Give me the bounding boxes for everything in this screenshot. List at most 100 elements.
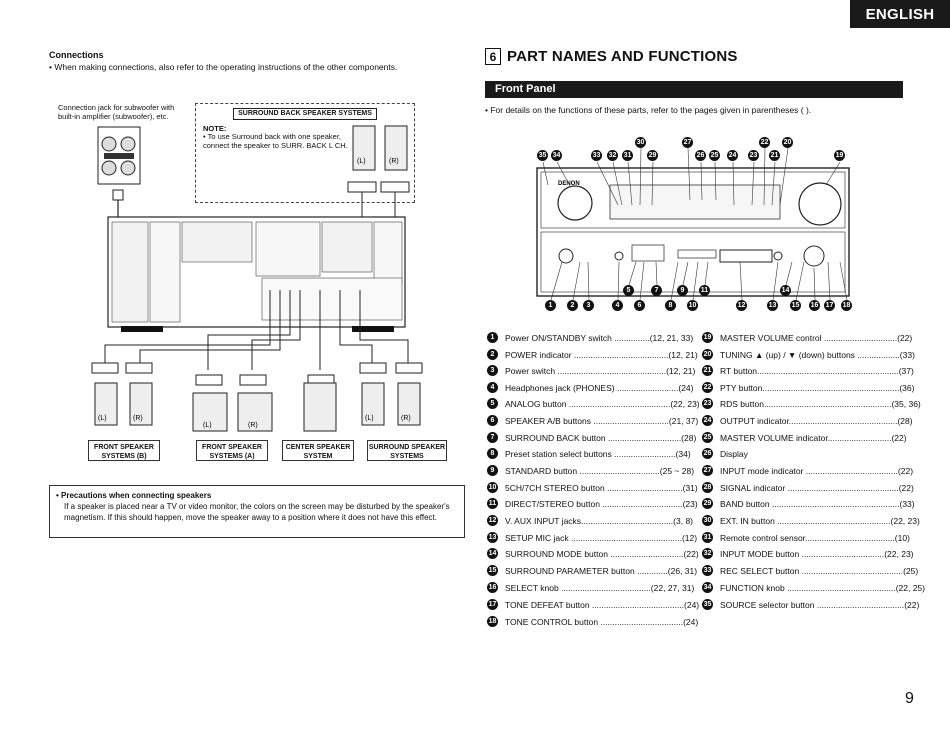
channel-right-label: (R) xyxy=(133,415,143,422)
callout-badge: 27 xyxy=(682,137,693,148)
list-item: 31 Remote control sensor.................… xyxy=(702,531,910,544)
function-knob xyxy=(557,185,593,221)
connections-title: Connections xyxy=(49,50,104,60)
callout-badge: 4 xyxy=(612,300,623,311)
part-description: TONE DEFEAT button .....................… xyxy=(505,599,700,610)
part-number: 17 xyxy=(487,599,498,610)
part-description: BAND button ............................… xyxy=(720,498,915,509)
receiver-front-panel: DENON xyxy=(536,167,850,297)
part-number: 13 xyxy=(487,532,498,543)
front-panel-note: • For details on the functions of these … xyxy=(485,105,812,115)
part-number: 2 xyxy=(487,349,498,360)
callout-badge: 8 xyxy=(665,300,676,311)
part-description: SETUP MIC jack .........................… xyxy=(505,532,698,543)
part-number: 3 xyxy=(487,365,498,376)
part-description: INPUT mode indicator ...................… xyxy=(720,465,914,476)
part-description: Power switch ...........................… xyxy=(505,365,696,376)
part-description: SPEAKER A/B buttons ....................… xyxy=(505,415,699,426)
callout-badge: 23 xyxy=(748,150,759,161)
part-description: POWER indicator ........................… xyxy=(505,349,698,360)
part-number: 31 xyxy=(702,532,713,543)
channel-right-label: (R) xyxy=(248,422,258,429)
callout-badge: 19 xyxy=(834,150,845,161)
callout-badge: 18 xyxy=(841,300,852,311)
front-panel-bar: Front Panel xyxy=(485,81,903,98)
part-description: SOURCE selector button .................… xyxy=(720,599,920,610)
part-description: MASTER VOLUME control ..................… xyxy=(720,332,913,343)
device-brand-logo: DENON xyxy=(558,181,580,187)
part-number: 4 xyxy=(487,382,498,393)
phones-jack xyxy=(614,251,624,261)
part-description: Preset station select buttons ..........… xyxy=(505,448,691,459)
channel-left-label: (L) xyxy=(203,422,212,429)
list-item: 25 MASTER VOLUME indicator...............… xyxy=(702,431,907,444)
part-description: Display xyxy=(720,448,748,459)
callout-badge: 29 xyxy=(647,150,658,161)
section-title: PART NAMES AND FUNCTIONS xyxy=(507,48,738,65)
part-number: 15 xyxy=(487,565,498,576)
part-description: Power ON/STANDBY switch ...............(… xyxy=(505,332,694,343)
part-number: 34 xyxy=(702,582,713,593)
part-number: 25 xyxy=(702,432,713,443)
channel-right-label: (R) xyxy=(401,415,411,422)
list-item: 27 INPUT mode indicator .................… xyxy=(702,464,913,477)
part-description: MASTER VOLUME indicator.................… xyxy=(720,432,907,443)
part-description: STANDARD button ........................… xyxy=(505,465,695,476)
precaution-text: If a speaker is placed near a TV or vide… xyxy=(64,502,450,522)
list-item: 9 STANDARD button .......................… xyxy=(487,464,694,477)
part-number: 12 xyxy=(487,515,498,526)
callout-badge: 15 xyxy=(790,300,801,311)
part-number: 19 xyxy=(702,332,713,343)
part-number: 9 xyxy=(487,465,498,476)
part-number: 18 xyxy=(487,616,498,627)
channel-left-label: (L) xyxy=(98,415,107,422)
part-description: SIGNAL indicator .......................… xyxy=(720,482,914,493)
power-switch xyxy=(558,248,574,264)
callout-badge: 34 xyxy=(551,150,562,161)
list-item: 19 MASTER VOLUME control ................… xyxy=(702,331,912,344)
front-speaker-a-label: FRONT SPEAKER SYSTEMS (A) xyxy=(196,440,268,461)
page-number: 9 xyxy=(905,690,914,707)
part-description: DIRECT/STEREO button ...................… xyxy=(505,498,698,509)
list-item: 1 Power ON/STANDBY switch ...............… xyxy=(487,331,693,344)
list-item: 34 FUNCTION knob ........................… xyxy=(702,581,925,594)
part-number: 27 xyxy=(702,465,713,476)
part-description: Remote control sensor...................… xyxy=(720,532,910,543)
part-description: Headphones jack (PHONES) ...............… xyxy=(505,382,694,393)
callout-badge: 12 xyxy=(736,300,747,311)
callout-badge: 9 xyxy=(677,285,688,296)
part-number: 21 xyxy=(702,365,713,376)
list-item: 17 TONE DEFEAT button ...................… xyxy=(487,598,699,611)
callout-badge: 21 xyxy=(769,150,780,161)
part-number: 1 xyxy=(487,332,498,343)
callout-badge: 16 xyxy=(809,300,820,311)
part-number: 14 xyxy=(487,548,498,559)
part-description: 5CH/7CH STEREO button ..................… xyxy=(505,482,698,493)
surround-back-note: • To use Surround back with one speaker,… xyxy=(203,132,348,150)
callout-leader-lines xyxy=(542,147,848,301)
callout-badge: 24 xyxy=(727,150,738,161)
callout-badge: 30 xyxy=(635,137,646,148)
receiver-rear-panel xyxy=(107,216,406,332)
callout-badge: 31 xyxy=(622,150,633,161)
part-description: FUNCTION knob ..........................… xyxy=(720,582,925,593)
part-number: 32 xyxy=(702,548,713,559)
connection-diagram: (L) (R) (L) (R) (L) (R) (L) (R) xyxy=(91,125,423,432)
callout-badge: 25 xyxy=(709,150,720,161)
part-number: 30 xyxy=(702,515,713,526)
surround-back-note-title: NOTE: xyxy=(203,124,227,133)
callout-badge: 2 xyxy=(567,300,578,311)
callout-badge: 20 xyxy=(782,137,793,148)
callout-badge: 26 xyxy=(695,150,706,161)
